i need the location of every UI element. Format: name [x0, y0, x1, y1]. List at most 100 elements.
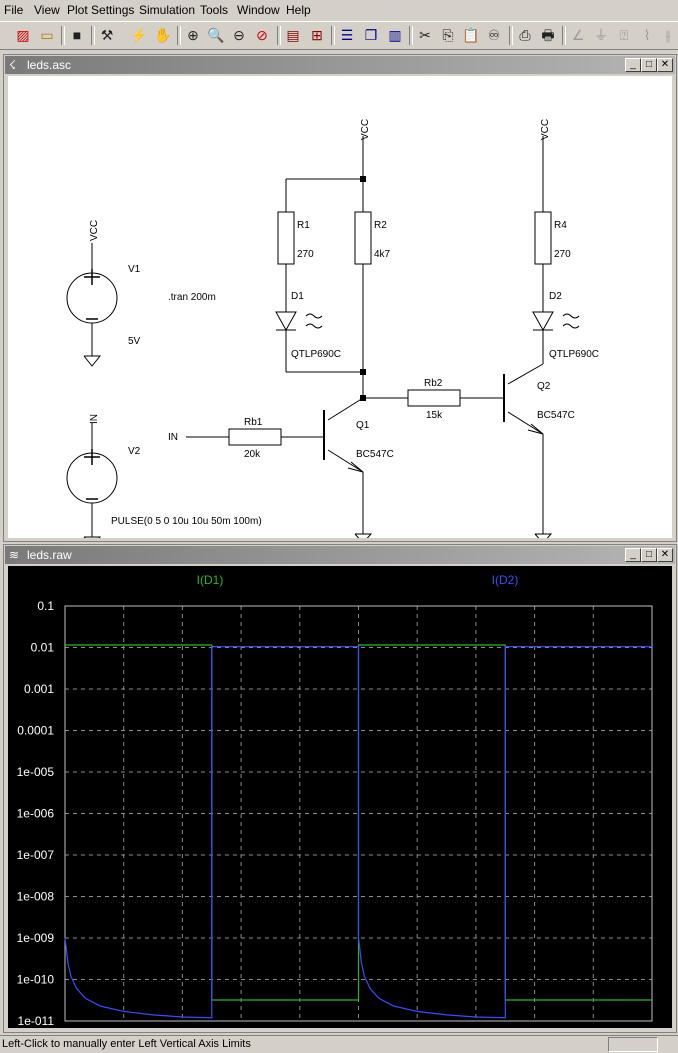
- toolbar: ▨ ▭ ■ ⚒ ⚡ ✋ ⊕ 🔍 ⊖ ⊘ ▤ ⊞ ☰ ❐ ▥ ✂ ⎘ 📋 ♾ ⎙ …: [0, 21, 678, 50]
- minimize-button[interactable]: _: [625, 548, 641, 562]
- vcc-label-3: VCC: [540, 119, 551, 140]
- q1-name: Q1: [356, 420, 370, 431]
- capacitor-icon[interactable]: ⫲: [665, 27, 671, 43]
- print-icon[interactable]: 🖶: [541, 27, 555, 43]
- r4-value: 270: [554, 249, 571, 260]
- y-tick-label: 1e-007: [17, 848, 55, 862]
- q2-model: BC547C: [537, 410, 575, 421]
- menu-plot-settings[interactable]: Plot Settings: [67, 3, 135, 17]
- r2-name: R2: [374, 220, 387, 231]
- menu-file[interactable]: File: [4, 3, 24, 17]
- copy-icon[interactable]: ⎘: [442, 27, 454, 43]
- waveform-titlebar[interactable]: ≋ leds.raw _ □ ✕: [5, 546, 675, 564]
- r2-value: 4k7: [374, 249, 391, 260]
- label-icon[interactable]: ⍰: [619, 27, 629, 43]
- y-tick-label: 0.001: [24, 682, 54, 696]
- maximize-button[interactable]: □: [641, 58, 657, 72]
- r4-name: R4: [554, 220, 567, 231]
- run-icon[interactable]: ⚡: [130, 27, 148, 43]
- control-panel-icon[interactable]: ⚒: [100, 27, 114, 43]
- tran-directive: .tran 200m: [168, 292, 216, 303]
- in-net-label: IN: [168, 432, 178, 443]
- schematic-drawing: VCC VCC VCC IN V1 5V V2 PULSE(0 5 0 10u …: [66, 119, 599, 547]
- cascade-icon[interactable]: ❐: [364, 27, 378, 43]
- waveform-chart[interactable]: 0ms20ms40ms60ms80ms100ms120ms140ms160ms1…: [8, 566, 672, 1043]
- toolbar-separator: [509, 26, 513, 45]
- toolbar-separator: [409, 26, 413, 45]
- toolbar-separator: [562, 26, 566, 45]
- zoom-out-icon[interactable]: ⊖: [233, 27, 245, 43]
- autorange-icon[interactable]: ▤: [286, 27, 300, 43]
- rb2-value: 15k: [426, 410, 443, 421]
- y-tick-label: 1e-005: [17, 765, 55, 779]
- menu-tools[interactable]: Tools: [200, 3, 229, 17]
- ground-icon[interactable]: ⏚: [594, 27, 608, 43]
- r1-name: R1: [297, 220, 310, 231]
- zoom-cancel-icon[interactable]: ⊘: [256, 27, 268, 43]
- status-bar: Left-Click to manually enter Left Vertic…: [0, 1035, 678, 1053]
- cut-icon[interactable]: ✂: [419, 27, 431, 43]
- menu-simulation[interactable]: Simulation: [139, 3, 196, 17]
- rb2-name: Rb2: [424, 378, 443, 389]
- schematic-titlebar[interactable]: ☇ leds.asc _ □ ✕: [5, 56, 675, 74]
- y-tick-label: 1e-010: [17, 973, 55, 987]
- d1-name: D1: [291, 291, 304, 302]
- schematic-title: leds.asc: [27, 58, 72, 72]
- toolbar-separator: [177, 26, 181, 45]
- rb1-value: 20k: [244, 449, 261, 460]
- y-tick-label: 1e-008: [17, 890, 55, 904]
- menu-view[interactable]: View: [34, 3, 60, 17]
- legend-label: I(D1): [197, 573, 224, 587]
- tile-vertical-icon[interactable]: ▥: [388, 27, 402, 43]
- pan-icon[interactable]: ✋: [154, 27, 172, 43]
- menu-bar: File View Plot Settings Simulation Tools…: [0, 0, 678, 20]
- r1-value: 270: [297, 249, 314, 260]
- close-button[interactable]: ✕: [657, 58, 673, 72]
- schematic-canvas[interactable]: VCC VCC VCC IN V1 5V V2 PULSE(0 5 0 10u …: [8, 76, 672, 547]
- plot-frame: [64, 605, 653, 1022]
- open-icon[interactable]: ▭: [40, 27, 54, 43]
- manual-limits-icon[interactable]: ⊞: [311, 27, 323, 43]
- in-net-label-v2: IN: [89, 414, 100, 424]
- maximize-button[interactable]: □: [641, 548, 657, 562]
- toolbar-separator: [331, 26, 335, 45]
- status-box: [608, 1037, 658, 1052]
- waveform-plot[interactable]: 0ms20ms40ms60ms80ms100ms120ms140ms160ms1…: [8, 566, 672, 1043]
- status-text: Left-Click to manually enter Left Vertic…: [2, 1038, 251, 1050]
- toolbar-separator: [277, 26, 281, 45]
- schematic-window: ☇ leds.asc _ □ ✕: [3, 54, 677, 547]
- rb1-name: Rb1: [244, 417, 263, 428]
- menu-window[interactable]: Window: [237, 3, 280, 17]
- vcc-label-1: VCC: [89, 220, 100, 241]
- print-preview-icon[interactable]: ⎙: [519, 27, 531, 43]
- vcc-label-2: VCC: [360, 119, 371, 140]
- zoom-in-icon[interactable]: ⊕: [187, 27, 199, 43]
- close-button[interactable]: ✕: [657, 548, 673, 562]
- v1-name: V1: [128, 264, 141, 275]
- save-icon[interactable]: ■: [72, 27, 82, 43]
- menu-help[interactable]: Help: [286, 3, 311, 17]
- new-schematic-icon[interactable]: ▨: [16, 27, 30, 43]
- d2-name: D2: [549, 291, 562, 302]
- paste-icon[interactable]: 📋: [462, 27, 480, 43]
- y-tick-label: 1e-006: [17, 807, 55, 821]
- d2-model: QTLP690C: [549, 349, 599, 360]
- v1-value: 5V: [128, 336, 141, 347]
- series-line-I(D2): [64, 645, 652, 1019]
- y-tick-label: 0.01: [31, 641, 55, 655]
- legend-label: I(D2): [492, 573, 519, 587]
- zoom-area-icon[interactable]: 🔍: [207, 27, 225, 43]
- tile-horizontal-icon[interactable]: ☰: [340, 27, 354, 43]
- find-icon[interactable]: ♾: [487, 27, 501, 43]
- toolbar-separator: [91, 26, 95, 45]
- y-tick-label: 1e-009: [17, 931, 55, 945]
- y-tick-label: 0.1: [37, 599, 54, 613]
- y-tick-label: 0.0001: [17, 724, 54, 738]
- waveform-icon: ≋: [9, 548, 20, 562]
- waveform-title: leds.raw: [27, 548, 72, 562]
- q1-model: BC547C: [356, 449, 394, 460]
- resistor-icon[interactable]: ⌇: [643, 27, 651, 43]
- wire-icon[interactable]: ∠: [571, 27, 585, 43]
- schematic-icon: ☇: [9, 58, 16, 72]
- minimize-button[interactable]: _: [625, 58, 641, 72]
